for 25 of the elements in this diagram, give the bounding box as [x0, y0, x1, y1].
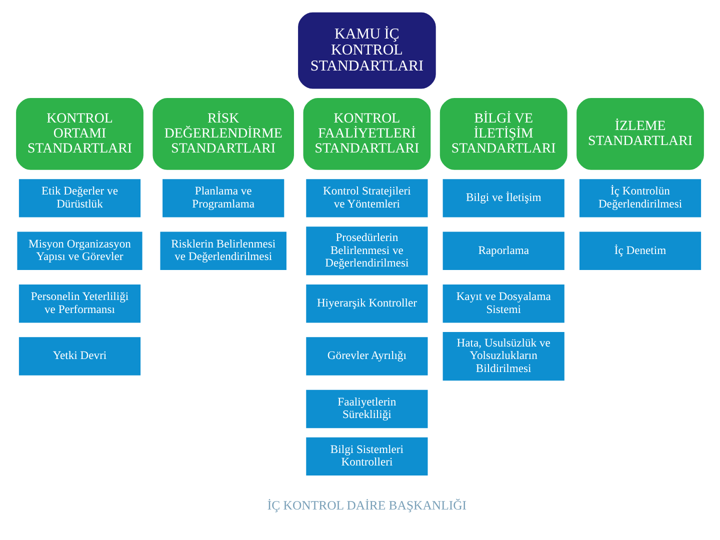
node-box: KAMU İÇ KONTROL STANDARTLARI — [298, 12, 436, 89]
node-box: Risklerin Belirlenmesi ve Değerlendirilmesi — [160, 232, 286, 270]
node-box: Hiyerarşik Kontroller — [306, 284, 428, 323]
node-box: Misyon Organizasyon Yapısı ve Görevler — [17, 232, 142, 270]
node-box: İZLEME STANDARTLARI — [576, 98, 704, 170]
node-box: Bilgi ve İletişim — [442, 179, 564, 218]
node-box: Personelin Yeterliliği ve Performansı — [18, 284, 141, 323]
node-box: Görevler Ayrılığı — [306, 337, 428, 376]
node-box: Hata, Usulsüzlük ve Yolsuzlukların Bildirilmesi — [442, 332, 564, 381]
node-box: BİLGİ VE İLETİŞİM STANDARTLARI — [440, 98, 568, 170]
node-box: Raporlama — [442, 232, 564, 270]
node-box: Prosedürlerin Belirlenmesi ve Değerlendirilmesi — [306, 226, 428, 276]
node-box: Planlama ve Programlama — [162, 179, 284, 218]
node-box: İç Denetim — [579, 232, 702, 270]
label: İÇ KONTROL DAİRE BAŞKANLIĞI — [267, 498, 467, 512]
node-box: Faaliyetlerin Sürekliliği — [306, 390, 428, 428]
node-box: Yetki Devri — [18, 337, 141, 376]
node-box: Kayıt ve Dosyalama Sistemi — [442, 284, 564, 323]
node-box: KONTROL FAALİYETLERİ STANDARTLARI — [303, 98, 431, 170]
node-box: RİSK DEĞERLENDİRME STANDARTLARI — [152, 98, 294, 170]
node-box: İç Kontrolün Değerlendirilmesi — [579, 179, 702, 218]
node-box: Kontrol Stratejileri ve Yöntemleri — [306, 179, 428, 218]
node-box: Bilgi Sistemleri Kontrolleri — [306, 437, 428, 476]
node-box: KONTROL ORTAMI STANDARTLARI — [16, 98, 144, 170]
node-box: Etik Değerler ve Dürüstlük — [18, 179, 141, 218]
